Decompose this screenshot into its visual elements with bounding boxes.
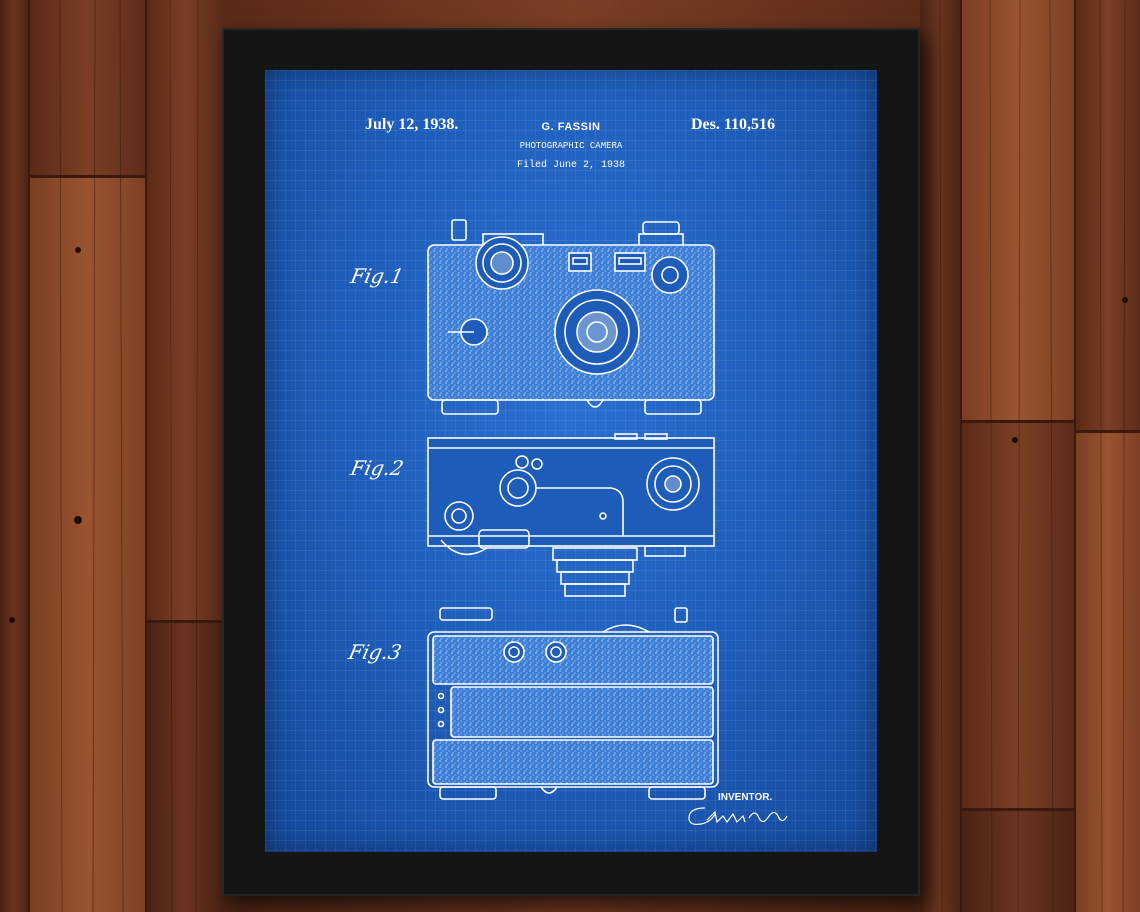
inventor-name: G. FASSIN <box>541 121 601 133</box>
patent-title: PHOTOGRAPHIC CAMERA <box>519 141 623 151</box>
camera-back-view <box>427 607 719 800</box>
camera-patent-drawing <box>427 219 719 800</box>
inventor-label: INVENTOR. <box>718 792 773 803</box>
design-number: Des. 110,516 <box>691 116 775 133</box>
camera-front-view <box>427 219 715 415</box>
filed-date: Filed June 2, 1938 <box>516 160 626 171</box>
blueprint-poster: July 12, 1938. G. FASSIN PHOTOGRAPHIC CA… <box>265 70 877 852</box>
patent-date: July 12, 1938. <box>365 116 459 133</box>
camera-top-view <box>427 433 715 597</box>
inventor-signature <box>688 807 788 825</box>
